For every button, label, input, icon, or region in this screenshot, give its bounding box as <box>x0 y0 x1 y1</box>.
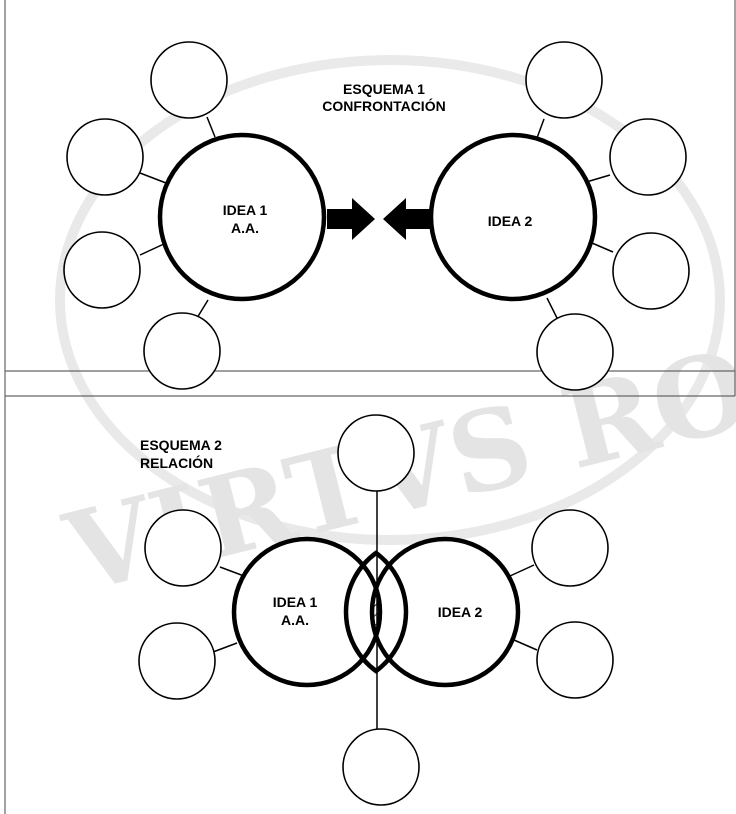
satellite-circle <box>144 509 222 587</box>
satellite-circle <box>342 728 420 806</box>
idea-1-circle <box>157 132 327 302</box>
schema-2-idea-2-label: IDEA 2 <box>438 604 483 620</box>
schema-1-title-line2: CONFRONTACIÓN <box>322 97 445 114</box>
intersection-outline <box>343 550 409 674</box>
schema-1-title-line1: ESQUEMA 1 <box>343 81 425 97</box>
satellite-circle <box>612 232 690 310</box>
satellite-circle <box>143 312 221 390</box>
arrow-right-icon <box>327 198 375 240</box>
satellite-circle <box>609 118 687 196</box>
schema-2-connectors <box>212 564 538 653</box>
schema-1-idea-1-label-line1: IDEA 1 <box>223 202 268 218</box>
schema-1-confrontation: ESQUEMA 1 CONFRONTACIÓN IDEA 1 A.A. IDEA… <box>63 41 690 391</box>
frame <box>4 0 736 814</box>
schema-2-title-line2: RELACIÓN <box>140 454 213 471</box>
satellite-circle <box>63 231 141 309</box>
satellite-circle <box>531 509 609 587</box>
satellite-circle <box>536 621 614 699</box>
schema-2-title-line1: ESQUEMA 2 <box>140 437 222 453</box>
schema-2-idea-1-label-line2: A.A. <box>281 612 309 628</box>
satellite-circle <box>150 41 228 119</box>
satellite-circle <box>536 313 614 391</box>
satellite-circle <box>337 414 415 492</box>
schema-2-idea-1-label-line1: IDEA 1 <box>273 594 318 610</box>
schema-1-idea-2-label: IDEA 2 <box>488 213 533 229</box>
schema-2-relation: ESQUEMA 2 RELACIÓN IDEA 1 A.A. IDEA 2 <box>138 414 614 806</box>
arrow-left-icon <box>383 198 431 240</box>
schema-1-idea-1-label-line2: A.A. <box>231 220 259 236</box>
satellite-circle <box>66 118 144 196</box>
satellite-circle <box>138 622 216 700</box>
schema-1-connectors <box>139 116 614 321</box>
satellite-circle <box>525 41 603 119</box>
